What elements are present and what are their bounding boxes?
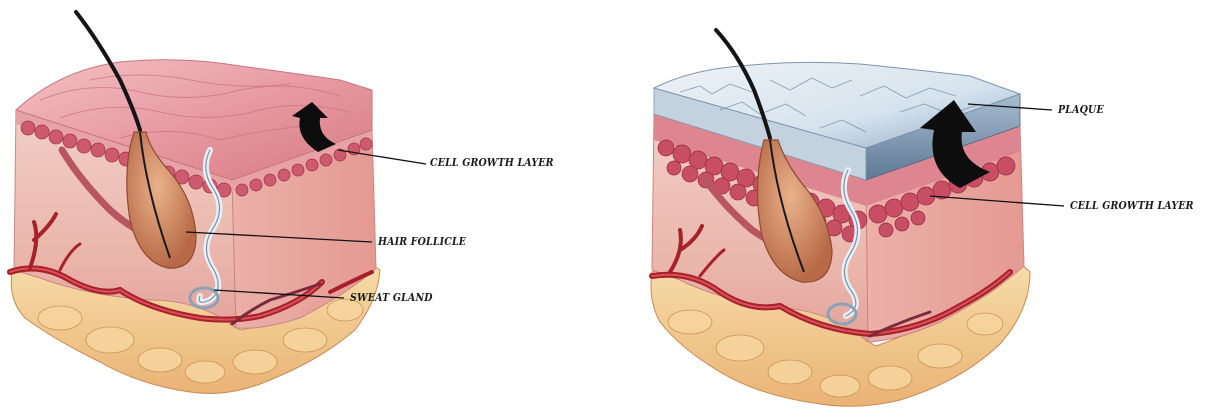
label-hair-follicle: HAIR FOLLICLE (378, 235, 466, 248)
label-cell-growth-layer-normal: CELL GROWTH LAYER (430, 156, 554, 169)
normal-skin-block (10, 12, 380, 394)
psoriasis-skin-block (651, 30, 1030, 406)
label-plaque: PLAQUE (1058, 103, 1104, 116)
label-cell-growth-layer-psoriasis: CELL GROWTH LAYER (1070, 199, 1194, 212)
label-sweat-gland: SWEAT GLAND (350, 291, 433, 304)
